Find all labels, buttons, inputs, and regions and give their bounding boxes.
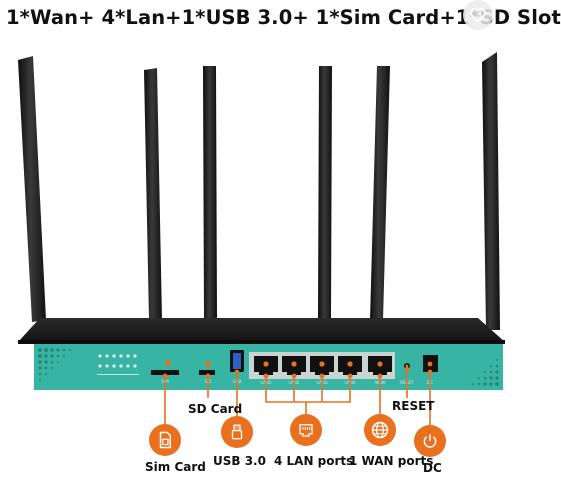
callout-lines (164, 369, 431, 425)
page-title: 1*Wan+ 4*Lan+1*USB 3.0+ 1*Sim Card+1*SD … (6, 6, 561, 29)
lan-ports-label: 4 LAN ports (274, 454, 354, 468)
sd-card-label: SD Card (188, 402, 243, 416)
antenna-right-outer (482, 52, 500, 330)
wan-ports-label: 1 WAN ports (349, 454, 434, 468)
usb-icon (231, 424, 243, 440)
favorite-button[interactable] (463, 0, 493, 30)
router-top (18, 318, 505, 342)
antenna-right-2 (370, 66, 390, 320)
dc-label: DC (423, 461, 442, 475)
router-illustration: SIM SD USB LAN1 LAN2 LAN3 LAN4 WAN (18, 52, 505, 425)
lan-callout (290, 414, 322, 446)
wan-callout (364, 414, 396, 446)
sim-card-callout (149, 424, 181, 456)
globe-icon (371, 421, 389, 439)
antenna-right-1 (318, 66, 332, 318)
usb-callout (221, 416, 253, 448)
reset-label: RESET (392, 399, 435, 413)
sim-card-icon (159, 431, 171, 449)
power-icon (423, 434, 437, 448)
sim-card-label: Sim Card (145, 460, 206, 474)
dc-callout (414, 425, 446, 457)
led-indicators (97, 354, 139, 375)
antenna-left-1 (144, 68, 162, 320)
antenna-left-2 (203, 66, 217, 318)
usb-label: USB 3.0 (213, 454, 266, 468)
ethernet-icon (299, 424, 313, 437)
antenna-left-outer (18, 56, 46, 322)
favorite-icon (470, 8, 486, 23)
